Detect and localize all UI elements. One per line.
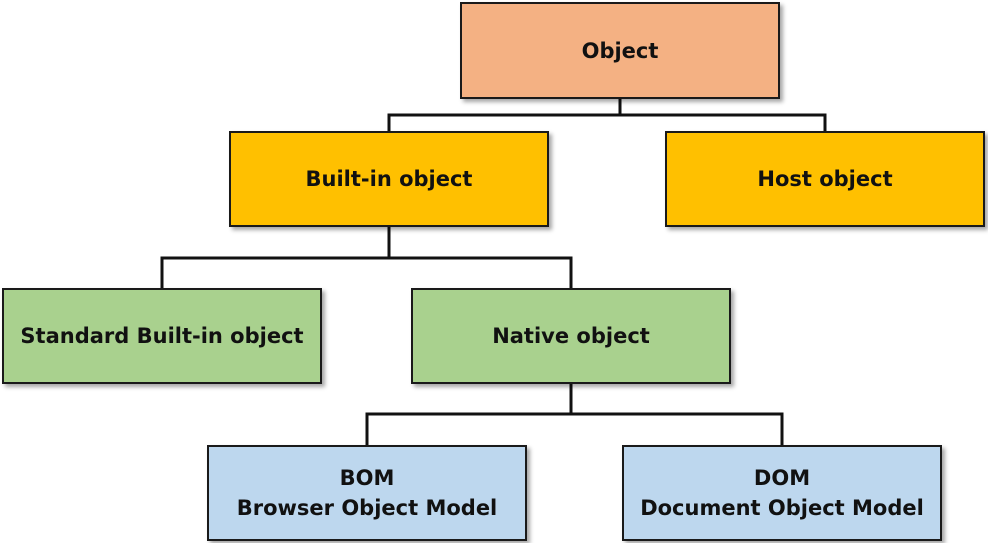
node-bom: BOM Browser Object Model xyxy=(207,445,527,541)
node-bom-label: Browser Object Model xyxy=(236,496,498,520)
node-dom: DOM Document Object Model xyxy=(622,445,942,541)
node-object: Object xyxy=(460,2,780,99)
node-standard-built-in-object-label: Standard Built-in object xyxy=(20,324,304,348)
node-dom-label: Document Object Model xyxy=(640,496,924,520)
node-object-label: Object xyxy=(581,38,659,63)
node-standard-built-in-object: Standard Built-in object xyxy=(2,288,322,384)
node-host-object: Host object xyxy=(665,131,985,227)
node-native-object-label: Native object xyxy=(492,324,650,348)
node-native-object: Native object xyxy=(411,288,731,384)
node-built-in-object-label: Built-in object xyxy=(305,167,473,191)
node-host-object-label: Host object xyxy=(757,167,893,191)
node-built-in-object: Built-in object xyxy=(229,131,549,227)
node-dom-abbr: DOM xyxy=(753,466,811,490)
node-bom-abbr: BOM xyxy=(339,466,395,490)
